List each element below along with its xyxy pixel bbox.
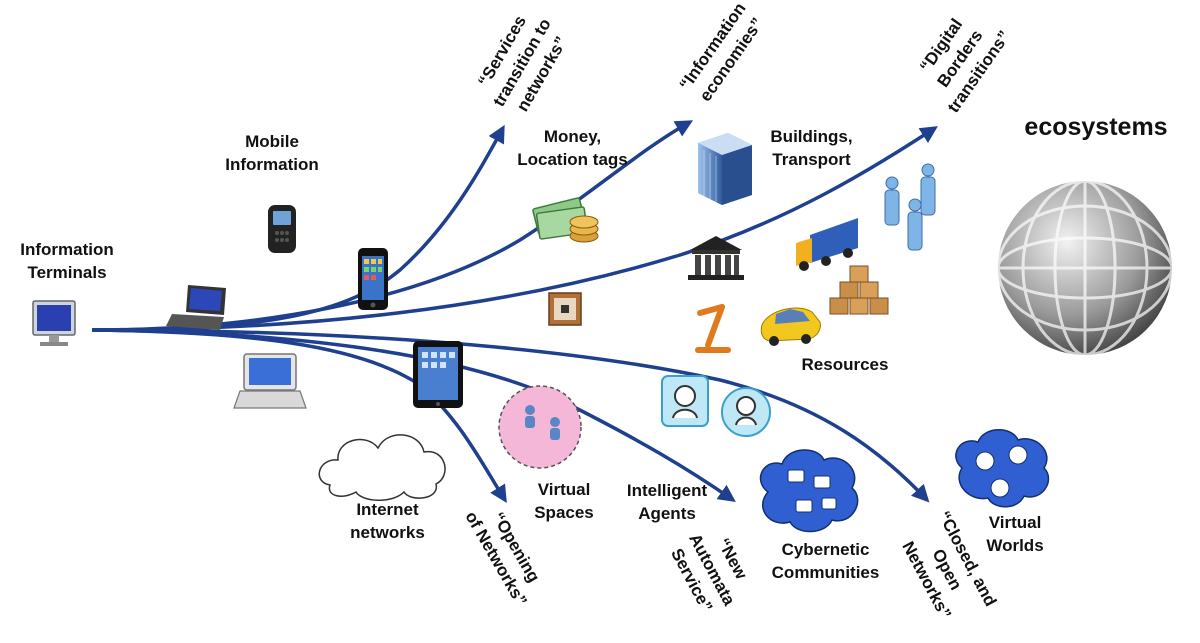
truck-icon xyxy=(796,218,858,271)
ecosystem-diagram xyxy=(32,120,1174,533)
mobile-phone-icon xyxy=(268,205,296,253)
agent-icon xyxy=(661,375,709,427)
label-information-terminals: Information Terminals xyxy=(20,240,114,282)
people-icon xyxy=(884,163,936,251)
community-cloud-icon xyxy=(759,449,859,533)
arrow-digital-borders xyxy=(91,126,938,332)
office-building-icon xyxy=(698,133,752,205)
arrow-information-economies xyxy=(91,120,694,332)
label-buildings-transport: Buildings, Transport xyxy=(770,127,853,169)
label-intelligent-agents: Intelligent Agents xyxy=(626,481,708,523)
label-mobile-information: Mobile Information xyxy=(225,132,319,174)
bank-icon xyxy=(688,236,744,280)
virtual-worlds-cloud-icon xyxy=(955,429,1050,508)
label-cybernetic-communities: Cybernetic Communities xyxy=(771,540,880,582)
cloud-icon xyxy=(318,434,446,501)
label-ecosystems: ecosystems xyxy=(1024,113,1168,141)
taxi-icon xyxy=(760,307,821,346)
label-internet-networks: Internet networks xyxy=(350,500,425,542)
arrow-closed-open xyxy=(91,328,930,503)
agent-icon-2 xyxy=(721,387,771,437)
smartphone-icon xyxy=(358,248,388,310)
label-virtual-worlds: Virtual Worlds xyxy=(986,513,1044,555)
label-money-location-tags: Money, Location tags xyxy=(517,127,628,169)
virtual-spaces-circle xyxy=(498,385,582,469)
desktop-monitor-icon xyxy=(32,300,76,346)
arrow-new-automata xyxy=(91,328,736,503)
label-virtual-spaces: Virtual Spaces xyxy=(534,480,594,522)
rfid-tag-icon xyxy=(548,292,582,326)
arrows xyxy=(91,120,938,503)
boxes-icon xyxy=(829,265,889,315)
globe-icon xyxy=(996,179,1174,357)
tablet-icon xyxy=(413,341,463,408)
robot-arm-icon xyxy=(695,304,731,353)
laptop-icon xyxy=(166,285,226,330)
money-icon xyxy=(532,197,599,243)
netbook-icon xyxy=(233,353,307,409)
label-resources: Resources xyxy=(801,355,889,374)
